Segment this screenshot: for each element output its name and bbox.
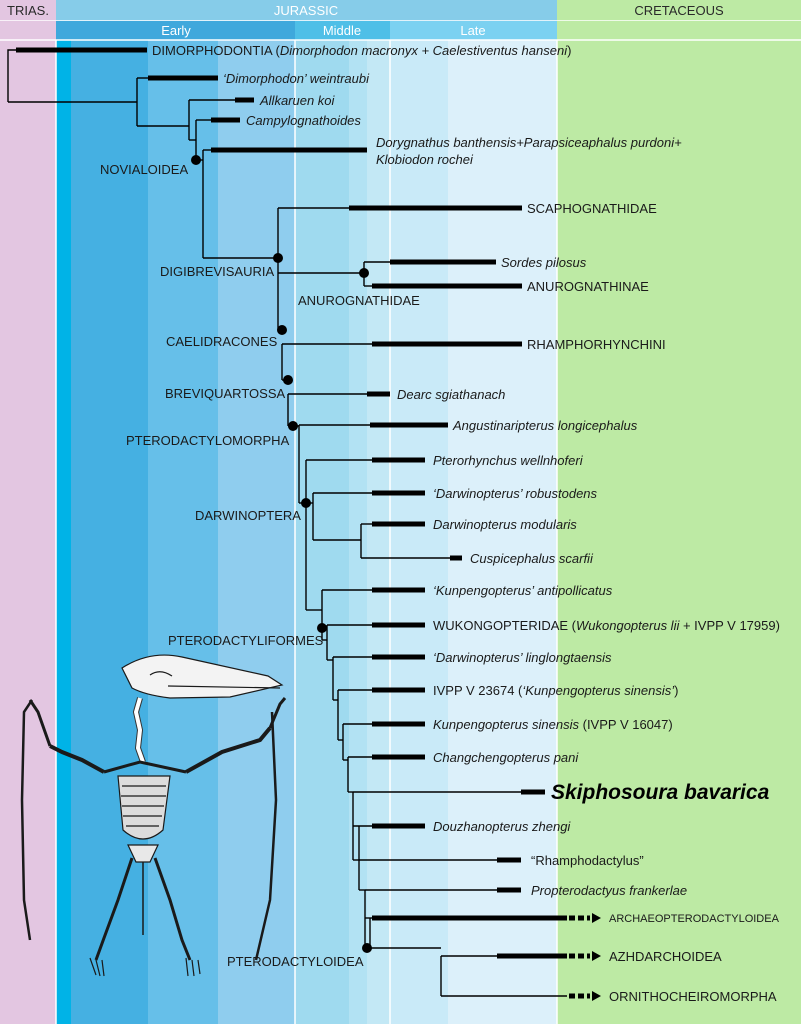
taxon-darwinopterus-modularis: Darwinopterus modularis — [433, 517, 577, 532]
period-header: TRIAS. JURASSIC CRETACEOUS — [0, 0, 801, 22]
taxon-archaeopterodactyloidea: ARCHAEOPTERODACTYLOIDEA — [609, 913, 780, 925]
early-band-4 — [218, 0, 295, 1024]
node-darwinoptera — [301, 498, 311, 508]
clade-nodes — [191, 155, 372, 953]
taxon-labels: DIMORPHODONTIA (Dimorphodon macronyx + C… — [152, 43, 780, 1004]
taxon-wukongopteridae: WUKONGOPTERIDAE (Wukongopterus lii + IVP… — [433, 618, 780, 633]
taxon-dorygnathus-line1: Dorygnathus banthensis+Parapsiceaphalus … — [376, 135, 682, 150]
taxon-sordes-pilosus: Sordes pilosus — [501, 255, 587, 270]
taxon-anurognathinae: ANUROGNATHINAE — [527, 279, 649, 294]
taxon-dimorphodon-weintraubi: ‘Dimorphodon’ weintraubi — [223, 71, 370, 86]
epoch-early: Early — [161, 23, 191, 38]
taxon-kunpengopterus-sinensis: Kunpengopterus sinensis (IVPP V 16047) — [433, 717, 673, 732]
triassic-band — [0, 0, 56, 1024]
continuation-arrows — [569, 913, 601, 1001]
node-anurognathidae — [359, 268, 369, 278]
epoch-middle: Middle — [323, 23, 361, 38]
taxon-pterorhynchus: Pterorhynchus wellnhoferi — [433, 453, 584, 468]
taxon-angustinaripterus: Angustinaripterus longicephalus — [452, 418, 638, 433]
tree-branches — [7, 49, 567, 997]
taxon-kunpengopterus-antipollicatus: ‘Kunpengopterus’ antipollicatus — [433, 583, 613, 598]
early-band-2 — [71, 0, 148, 1024]
middle-band-1 — [295, 0, 349, 1024]
taxon-propterodactyus: Propterodactyus frankerlae — [531, 883, 687, 898]
taxon-cuspicephalus: Cuspicephalus scarfii — [470, 551, 594, 566]
early-band-3 — [148, 0, 218, 1024]
taxon-ivpp-23674: IVPP V 23674 (‘Kunpengopterus sinensis’) — [433, 683, 679, 698]
taxon-douzhanopterus: Douzhanopterus zhengi — [433, 819, 571, 834]
taxon-dimorphodontia: DIMORPHODONTIA (Dimorphodon macronyx + C… — [152, 43, 571, 58]
late-band-1 — [390, 0, 448, 1024]
node-pterodactylomorpha — [288, 421, 298, 431]
taxon-azhdarchoidea: AZHDARCHOIDEA — [609, 949, 722, 964]
clade-labels: NOVIALOIDEA DIGIBREVISAURIA ANUROGNATHID… — [100, 162, 420, 969]
clade-pterodactylomorpha: PTERODACTYLOMORPHA — [126, 433, 290, 448]
taxon-campylognathoides: Campylognathoides — [246, 113, 361, 128]
middle-band-2 — [349, 0, 367, 1024]
early-band-1 — [56, 0, 71, 1024]
period-jurassic: JURASSIC — [274, 3, 338, 18]
cretaceous-band — [557, 0, 801, 1024]
taxon-darwinopterus-linglongtaensis: ‘Darwinopterus’ linglongtaensis — [433, 650, 612, 665]
taxon-dorygnathus-line2: Klobiodon rochei — [376, 152, 474, 167]
range-bars — [16, 47, 567, 959]
node-pterodactyloidea — [362, 943, 372, 953]
taxon-dearc: Dearc sgiathanach — [397, 387, 505, 402]
node-pterodactyliformes — [317, 623, 327, 633]
taxon-ornithocheiromorpha: ORNITHOCHEIROMORPHA — [609, 989, 777, 1004]
epoch-late: Late — [460, 23, 485, 38]
node-digibrevisauria — [273, 253, 283, 263]
taxon-changchengopterus: Changchengopterus pani — [433, 750, 579, 765]
taxon-rhamphorhynchini: RHAMPHORHYNCHINI — [527, 337, 666, 352]
node-breviquartossa — [283, 375, 293, 385]
taxon-allkaruen-koi: Allkaruen koi — [259, 93, 336, 108]
clade-anurognathidae: ANUROGNATHIDAE — [298, 293, 420, 308]
node-novialoidea — [191, 155, 201, 165]
clade-digibrevisauria: DIGIBREVISAURIA — [160, 264, 274, 279]
taxon-darwinopterus-robustodens: ‘Darwinopterus’ robustodens — [433, 486, 598, 501]
taxon-rhamphodactylus: “Rhamphodactylus” — [531, 853, 644, 868]
clade-novialoidea: NOVIALOIDEA — [100, 162, 188, 177]
clade-darwinoptera: DARWINOPTERA — [195, 508, 301, 523]
clade-breviquartossa: BREVIQUARTOSSA — [165, 386, 285, 401]
clade-pterodactyloidea: PTERODACTYLOIDEA — [227, 954, 364, 969]
clade-pterodactyliformes: PTERODACTYLIFORMES — [168, 633, 324, 648]
epoch-header: Early Middle Late — [0, 21, 801, 41]
taxon-skiphosoura-bavarica: Skiphosoura bavarica — [551, 781, 770, 804]
period-cretaceous: CRETACEOUS — [634, 3, 724, 18]
period-triassic: TRIAS. — [7, 3, 49, 18]
middle-band-3 — [367, 0, 390, 1024]
clade-caelidracones: CAELIDRACONES — [166, 334, 278, 349]
pterosaur-skeleton-icon — [20, 654, 287, 977]
taxon-scaphognathidae: SCAPHOGNATHIDAE — [527, 201, 657, 216]
late-band-2 — [448, 0, 557, 1024]
node-caelidracones — [277, 325, 287, 335]
